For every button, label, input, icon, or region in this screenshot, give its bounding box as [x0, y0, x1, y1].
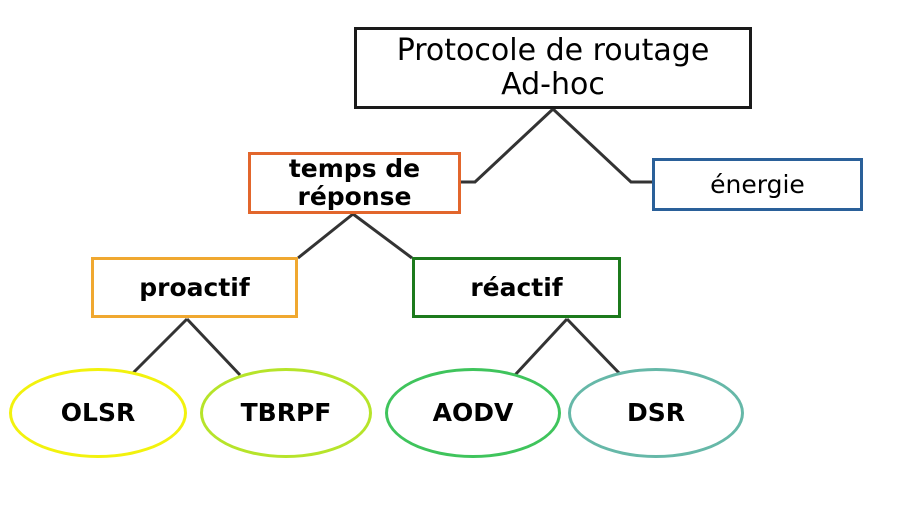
- node-energie[interactable]: énergie: [652, 158, 863, 211]
- node-temps-de-reponse[interactable]: temps de réponse: [248, 152, 461, 214]
- node-olsr[interactable]: OLSR: [9, 368, 187, 458]
- edge-temps-to-reactif: [352, 212, 413, 260]
- node-protocole-de-routage-ad-hoc[interactable]: Protocole de routage Ad-hoc: [354, 27, 752, 109]
- node-tbrpf[interactable]: TBRPF: [200, 368, 372, 458]
- edge-proactif-to-olsr: [129, 317, 189, 377]
- edge-reactif-to-aodv: [513, 317, 569, 377]
- node-aodv[interactable]: AODV: [385, 368, 561, 458]
- edge-root-to-temps: [461, 107, 555, 184]
- edge-temps-to-proactif: [297, 212, 354, 260]
- edge-root-to-energie: [551, 107, 652, 184]
- node-reactif[interactable]: réactif: [412, 257, 621, 318]
- node-dsr[interactable]: DSR: [568, 368, 744, 458]
- edge-proactif-to-tbrpf: [185, 317, 242, 377]
- node-proactif[interactable]: proactif: [91, 257, 298, 318]
- edge-reactif-to-dsr: [565, 317, 623, 377]
